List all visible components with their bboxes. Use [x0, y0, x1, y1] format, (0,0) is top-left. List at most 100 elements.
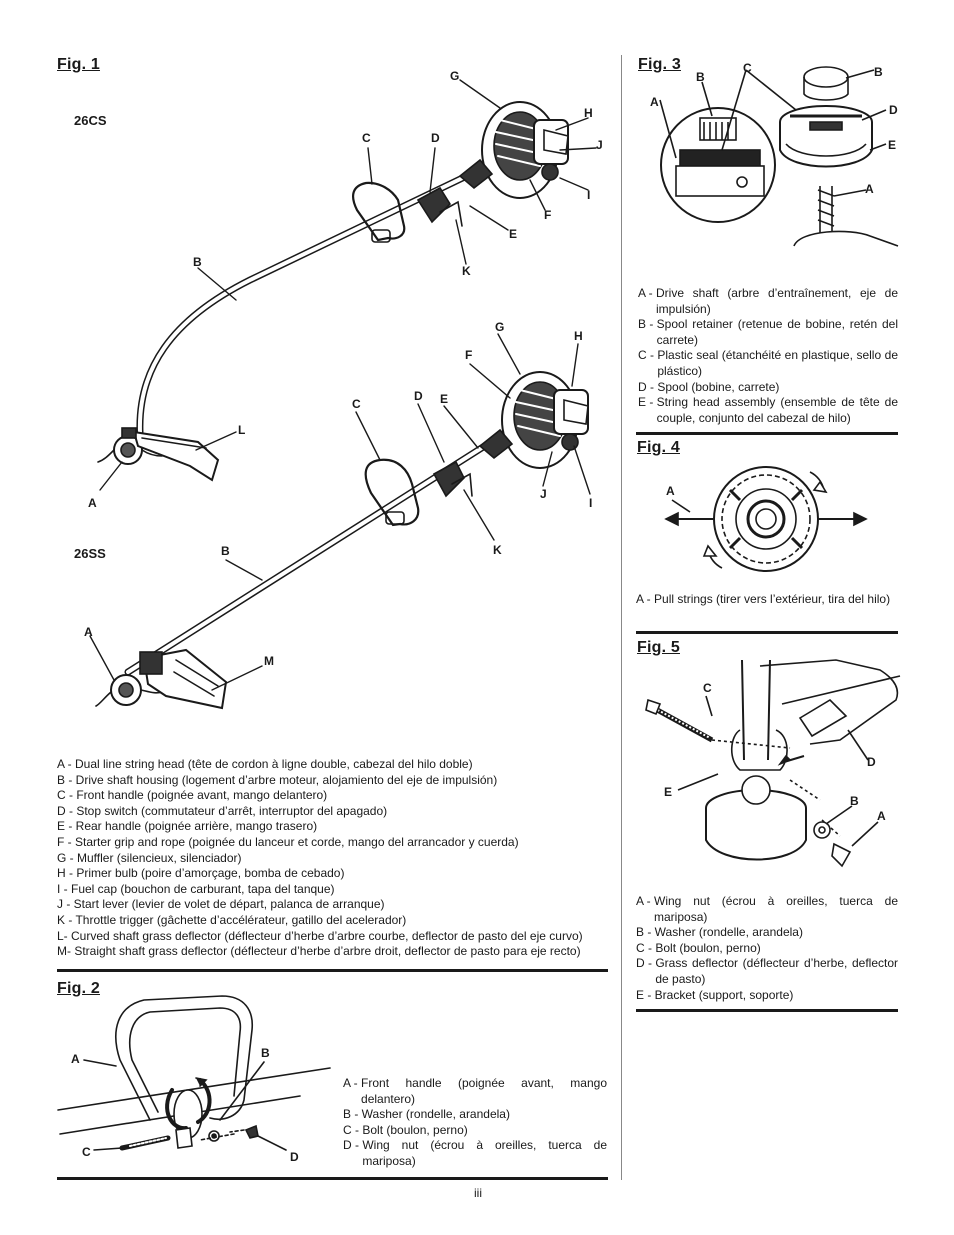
fig5-bottom-rule: [636, 1009, 898, 1012]
fig1-legend-item: A - Dual line string head (tête de cordo…: [57, 757, 473, 771]
fig1-callout-i-top: I: [587, 188, 591, 202]
fig2-bottom-rule: [57, 1177, 608, 1180]
fig1-callout-e-bottom: E: [440, 392, 449, 406]
model-label-26ss: 26SS: [74, 546, 106, 561]
fig3-legend-key: E -: [638, 395, 657, 410]
fig1-callout-a-top: A: [88, 496, 97, 510]
fig1-callout-b-top: B: [193, 255, 202, 269]
fig1-legend-item: F - Starter grip and rope (poignée du la…: [57, 834, 519, 849]
fig3-spool-illustration: [659, 66, 899, 247]
fig3-legend-text: Spool (bobine, carrete): [657, 379, 780, 394]
fig2-legend-text: Front handle (poignée avant, mango delan…: [361, 1076, 607, 1106]
fig5-deflector-illustration: [645, 659, 901, 868]
fig2-legend-key: A -: [343, 1076, 362, 1090]
fig1-callout-g-top: G: [450, 69, 460, 83]
fig1-callout-g-bottom: G: [495, 320, 505, 334]
fig1-callout-j-top: J: [596, 138, 603, 152]
fig2-legend-key: B -: [343, 1107, 362, 1122]
fig1-legend-item: D - Stop switch (commutateur d’arrêt, in…: [57, 803, 388, 818]
fig5-callout-e: E: [664, 785, 673, 799]
fig1-callout-d-bottom: D: [414, 389, 423, 403]
page-number: iii: [474, 1186, 482, 1200]
column-divider: [621, 55, 622, 1180]
fig4-callout-a: A: [666, 484, 675, 498]
fig4-legend: A - Pull strings (tirer vers l’extérieur…: [636, 592, 898, 608]
fig1-callout-k-top: K: [462, 264, 471, 278]
fig1-legend-item: C - Front handle (poignée avant, mango d…: [57, 788, 328, 803]
fig1-legend-item: L- Curved shaft grass deflector (déflect…: [57, 928, 583, 943]
fig4-legend-key: A -: [636, 592, 655, 606]
fig1-legend-item: B - Drive shaft housing (logement d’arbr…: [57, 772, 498, 787]
fig5-legend-key: B -: [636, 925, 655, 940]
fig3-legend-key: A -: [638, 286, 657, 300]
fig1-legend-item: I - Fuel cap (bouchon de carburant, tapa…: [57, 881, 335, 896]
fig2-handle-illustration: [57, 995, 331, 1151]
fig3-legend-text: Drive shaft (arbre d’entraînement, eje d…: [656, 286, 898, 316]
fig1-callout-f-top: F: [544, 208, 552, 222]
fig3-legend-key: C -: [638, 348, 658, 363]
fig2-legend-text: Wing nut (écrou à oreilles, tuerca de ma…: [362, 1138, 607, 1168]
fig3-callout-e: E: [888, 138, 897, 152]
fig3-callout-c: C: [743, 61, 752, 75]
fig5-legend-text: Washer (rondelle, arandela): [654, 925, 803, 940]
fig5-legend-key: A -: [636, 894, 655, 908]
fig5-title: Fig. 5: [637, 639, 680, 656]
fig5-legend-text: Wing nut (écrou à oreilles, tuerca de ma…: [654, 894, 898, 924]
fig1-callout-b-bottom: B: [221, 544, 230, 558]
fig1-bottom-rule: [57, 969, 608, 972]
fig3-legend: A - Drive shaft (arbre d’entraînement, e…: [638, 286, 898, 426]
fig5-callout-d: D: [867, 755, 876, 769]
fig1-callout-h-bottom: H: [574, 329, 583, 343]
fig4-legend-text: Pull strings (tirer vers l’extérieur, ti…: [654, 592, 891, 606]
fig3-callout-b-right: B: [874, 65, 883, 79]
fig4-title: Fig. 4: [637, 439, 680, 456]
fig5-legend-key: D -: [636, 956, 656, 971]
fig1-callout-c-bottom: C: [352, 397, 361, 411]
fig3-callout-a-right: A: [865, 182, 874, 196]
fig2-callout-d: D: [290, 1150, 299, 1164]
fig3-legend-text: Plastic seal (étanchéité en plastique, s…: [657, 348, 898, 378]
fig2-callout-c: C: [82, 1145, 91, 1159]
fig3-bottom-rule: [636, 432, 898, 435]
fig1-callout-a-bottom: A: [84, 625, 93, 639]
fig2-callout-a: A: [71, 1052, 80, 1066]
fig1-callout-m: M: [264, 654, 274, 668]
fig1-trimmer-illustration: [89, 79, 597, 710]
fig1-legend-item: H - Primer bulb (poire d’amorçage, bomba…: [57, 866, 345, 881]
fig1-title: Fig. 1: [57, 56, 100, 73]
fig2-title: Fig. 2: [57, 980, 100, 997]
fig1-legend: A - Dual line string head (tête de cordo…: [57, 757, 583, 960]
fig5-legend: A - Wing nut (écrou à oreilles, tuerca d…: [636, 894, 898, 1003]
fig1-callout-d-top: D: [431, 131, 440, 145]
fig3-legend-key: B -: [638, 317, 657, 332]
fig1-callout-f-bottom: F: [465, 348, 473, 362]
fig3-legend-text: Spool retainer (retenue de bobine, retén…: [656, 317, 898, 347]
fig2-legend-text: Washer (rondelle, arandela): [361, 1107, 510, 1122]
fig1-legend-item: G - Muffler (silencieux, silenciador): [57, 850, 242, 865]
fig3-callout-d: D: [889, 103, 898, 117]
fig1-legend-item: K - Throttle trigger (gâchette d’accélér…: [57, 912, 407, 927]
fig1-callout-c-top: C: [362, 131, 371, 145]
fig1-callout-k-bottom: K: [493, 543, 502, 557]
fig5-legend-text: Bolt (boulon, perno): [655, 940, 761, 955]
fig1-legend-item: E - Rear handle (poignée arrière, mango …: [57, 819, 318, 834]
fig5-legend-key: E -: [636, 987, 655, 1002]
fig3-legend-text: String head assembly (ensemble de tête d…: [656, 395, 898, 425]
fig1-callout-h-top: H: [584, 106, 593, 120]
fig3-callout-a-left: A: [650, 95, 659, 109]
fig3-legend-key: D -: [638, 379, 658, 394]
model-label-26cs: 26CS: [74, 113, 107, 128]
fig2-legend-key: D -: [343, 1138, 363, 1153]
fig1-callout-e-top: E: [509, 227, 518, 241]
fig3-callout-b-left: B: [696, 70, 705, 84]
fig1-callout-i-bottom: I: [589, 496, 593, 510]
fig4-bottom-rule: [636, 631, 898, 634]
fig5-legend-text: Grass deflector (déflecteur d’herbe, def…: [655, 956, 898, 986]
fig2-callout-b: B: [261, 1046, 270, 1060]
fig1-callout-l: L: [238, 423, 246, 437]
fig1-legend-item: J - Start lever (levier de volet de dépa…: [57, 897, 385, 912]
fig5-callout-b: B: [850, 794, 859, 808]
fig2-legend-text: Bolt (boulon, perno): [362, 1122, 468, 1137]
fig5-legend-key: C -: [636, 940, 656, 955]
fig3-title: Fig. 3: [638, 56, 681, 73]
